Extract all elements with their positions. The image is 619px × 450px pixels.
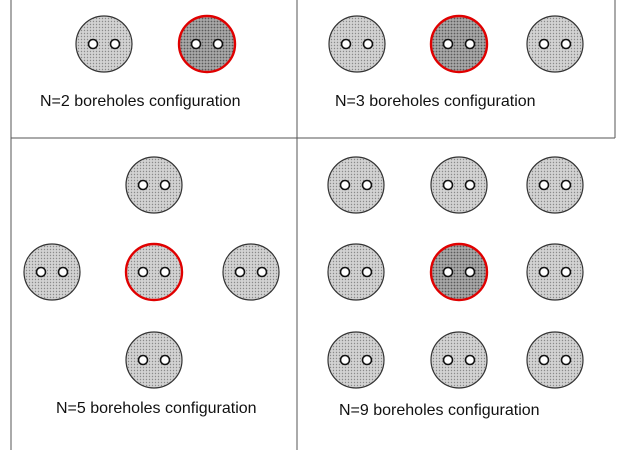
borehole bbox=[430, 331, 488, 389]
borehole bbox=[327, 331, 385, 389]
borehole-center bbox=[429, 14, 489, 74]
borehole bbox=[526, 243, 584, 301]
borehole bbox=[75, 15, 133, 73]
panel-n2 bbox=[75, 14, 237, 74]
borehole bbox=[222, 243, 280, 301]
borehole bbox=[327, 156, 385, 214]
borehole bbox=[125, 331, 183, 389]
caption-n5: N=5 boreholes configuration bbox=[56, 400, 257, 417]
panel-n9 bbox=[327, 156, 584, 389]
borehole bbox=[526, 156, 584, 214]
borehole bbox=[125, 156, 183, 214]
caption-n3: N=3 boreholes configuration bbox=[335, 93, 536, 110]
borehole bbox=[23, 243, 81, 301]
caption-n2: N=2 boreholes configuration bbox=[40, 93, 241, 110]
borehole bbox=[328, 15, 386, 73]
panel-n3 bbox=[328, 14, 584, 74]
borehole-center bbox=[429, 242, 489, 302]
panel-grid bbox=[10, 0, 616, 450]
caption-n9: N=9 boreholes configuration bbox=[339, 402, 540, 419]
borehole-center bbox=[177, 14, 237, 74]
panel-n5 bbox=[23, 156, 280, 389]
borehole bbox=[526, 15, 584, 73]
borehole bbox=[526, 331, 584, 389]
borehole bbox=[327, 243, 385, 301]
borehole-center bbox=[124, 242, 184, 302]
borehole bbox=[430, 156, 488, 214]
